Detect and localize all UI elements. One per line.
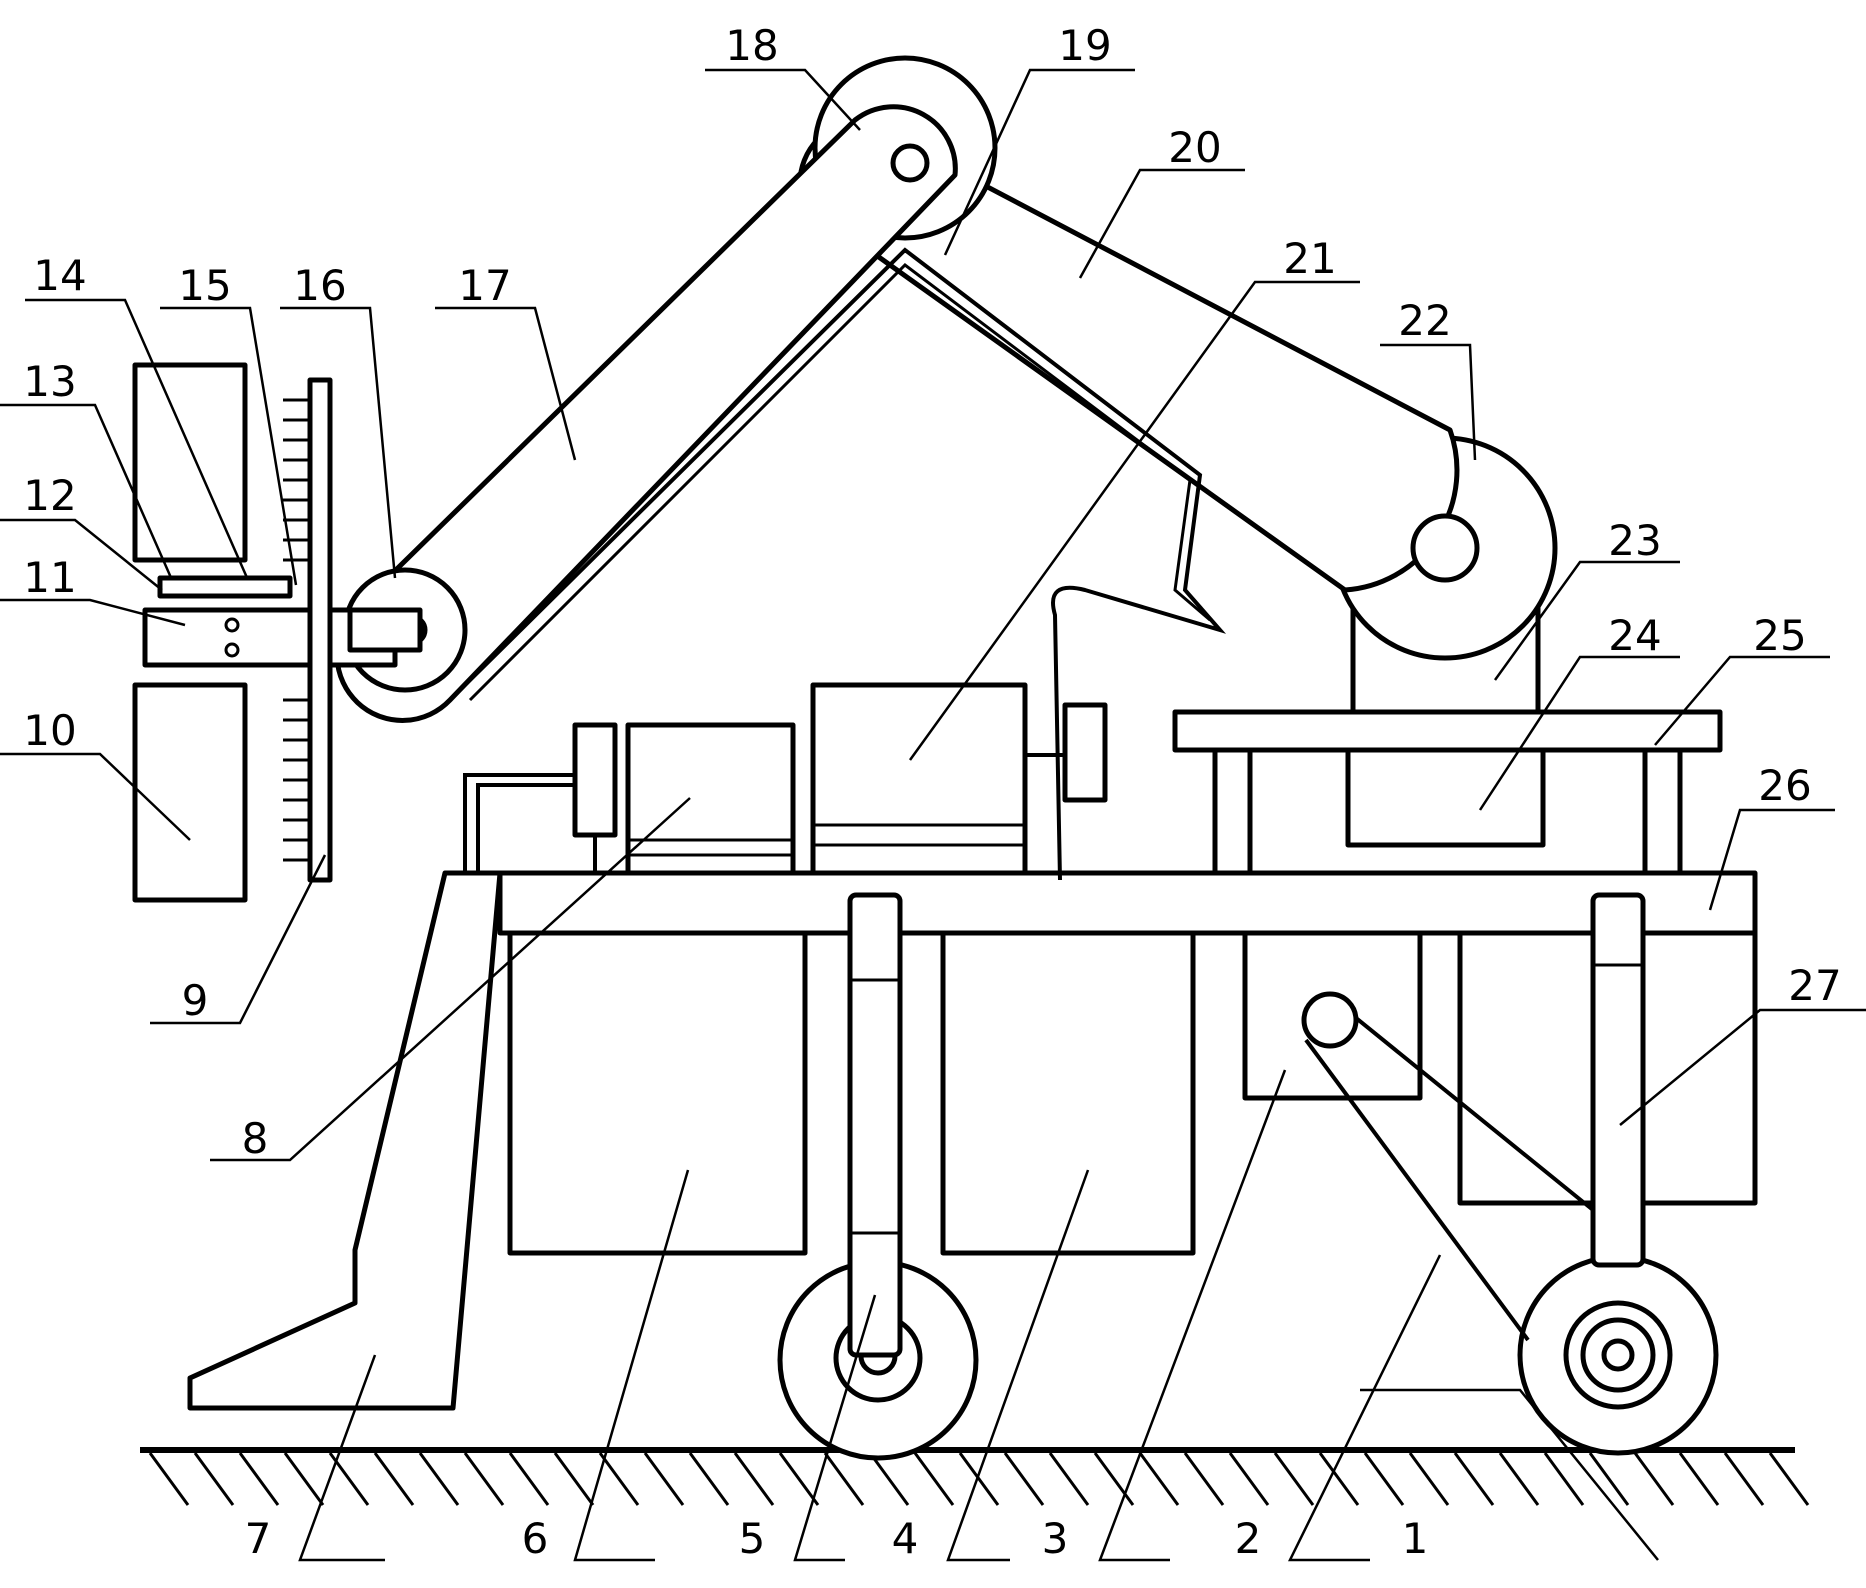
ground-hatch	[688, 1452, 730, 1506]
label-5: 5	[739, 1514, 766, 1563]
ground-hatch	[1003, 1452, 1045, 1506]
comb-tines	[283, 377, 333, 883]
rear-wheel-strut	[847, 892, 903, 1358]
label-1: 1	[1402, 1514, 1429, 1563]
plow	[187, 870, 503, 1411]
part-labels: 1 2 3 4 5 6 7 8 9 10 11 12 13 14 15 16 1…	[23, 21, 1841, 1563]
ground-hatch	[868, 1452, 910, 1506]
leader-lines	[0, 68, 1866, 1562]
ground-hatch	[1453, 1452, 1495, 1506]
ground-hatch	[1093, 1452, 1135, 1506]
ground-hatch	[1183, 1452, 1225, 1506]
label-24: 24	[1608, 611, 1661, 660]
ground-hatch	[1768, 1452, 1810, 1506]
label-25: 25	[1753, 611, 1806, 660]
ground-hatch	[1498, 1452, 1540, 1506]
ground-hatch	[1048, 1452, 1090, 1506]
box-21	[810, 682, 1028, 876]
ground-hatch	[463, 1452, 505, 1506]
platform	[1172, 709, 1723, 753]
box-8	[625, 722, 796, 876]
ground-hatch	[148, 1452, 190, 1506]
ground-hatch	[598, 1452, 640, 1506]
label-2: 2	[1235, 1514, 1262, 1563]
frame	[497, 870, 1758, 936]
box-24	[1345, 747, 1546, 848]
label-15: 15	[178, 261, 231, 310]
front-wheel-strut	[1590, 892, 1646, 1268]
ground-hatch	[1228, 1452, 1270, 1506]
platform-leg-2	[1642, 747, 1683, 876]
end-effector	[132, 362, 423, 903]
ground	[140, 1447, 1810, 1506]
label-27: 27	[1788, 961, 1841, 1010]
label-11: 11	[23, 553, 76, 602]
ground-hatch	[373, 1452, 415, 1506]
label-12: 12	[23, 471, 76, 520]
ground-hatch	[1408, 1452, 1450, 1506]
label-3: 3	[1042, 1514, 1069, 1563]
ground-hatch	[238, 1452, 280, 1506]
label-16: 16	[293, 261, 346, 310]
label-22: 22	[1398, 296, 1451, 345]
pump	[572, 722, 618, 838]
label-10: 10	[23, 706, 76, 755]
ground-hatch	[1678, 1452, 1720, 1506]
ground-hatch	[1543, 1452, 1585, 1506]
pipe-19	[458, 247, 1227, 881]
ground-hatch	[508, 1452, 550, 1506]
ground-hatch	[643, 1452, 685, 1506]
label-19: 19	[1058, 21, 1111, 70]
valve	[1062, 702, 1108, 803]
box-4	[940, 930, 1196, 1256]
label-17: 17	[458, 261, 511, 310]
label-26: 26	[1758, 761, 1811, 810]
ground-hatch	[1138, 1452, 1180, 1506]
label-9: 9	[182, 976, 209, 1025]
ground-hatch	[913, 1452, 955, 1506]
ground-hatch	[418, 1452, 460, 1506]
ground-hatch	[823, 1452, 865, 1506]
ground-hatch	[1633, 1452, 1675, 1506]
label-14: 14	[33, 251, 86, 300]
ground-hatch	[1588, 1452, 1630, 1506]
front-wheel	[1517, 1254, 1719, 1456]
ground-hatch	[958, 1452, 1000, 1506]
label-13: 13	[23, 357, 76, 406]
platform-leg-1	[1212, 747, 1253, 876]
ground-hatch	[283, 1452, 325, 1506]
label-21: 21	[1283, 234, 1336, 283]
label-6: 6	[522, 1514, 549, 1563]
box-6	[507, 930, 808, 1256]
belt-drive	[1301, 991, 1595, 1342]
ground-hatch	[1318, 1452, 1360, 1506]
ground-hatch	[1723, 1452, 1765, 1506]
label-20: 20	[1168, 123, 1221, 172]
ground-hatch	[1363, 1452, 1405, 1506]
label-18: 18	[725, 21, 778, 70]
ground-hatch	[193, 1452, 235, 1506]
ground-hatch	[553, 1452, 595, 1506]
label-8: 8	[242, 1114, 269, 1163]
ground-hatch	[778, 1452, 820, 1506]
label-4: 4	[892, 1514, 919, 1563]
ground-hatch	[733, 1452, 775, 1506]
ground-hatch	[1273, 1452, 1315, 1506]
label-23: 23	[1608, 516, 1661, 565]
label-7: 7	[245, 1514, 272, 1563]
